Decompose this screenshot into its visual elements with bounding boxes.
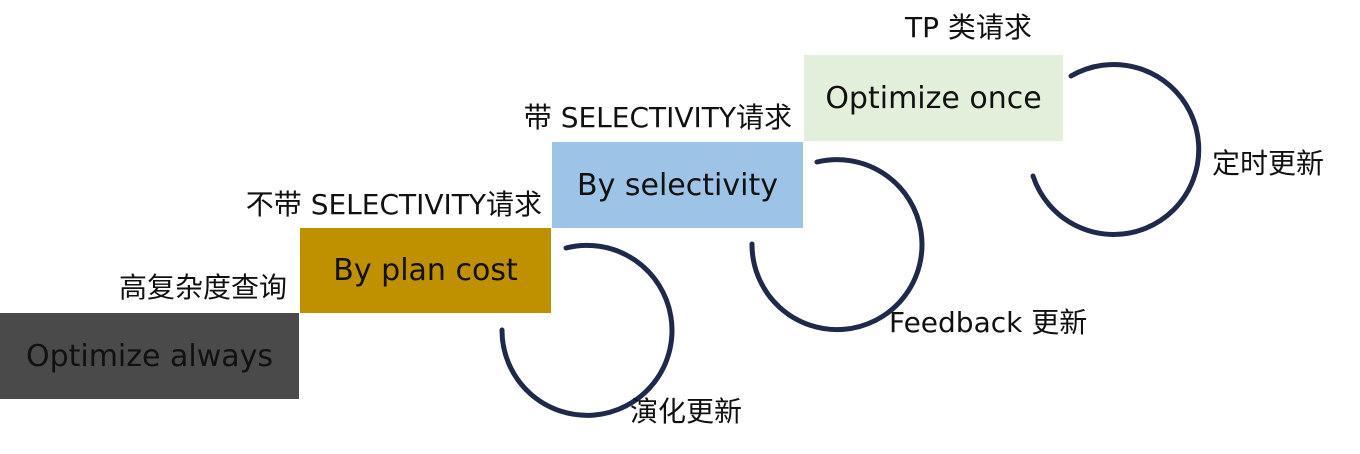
selectivity-condition: 带 SELECTIVITY请求 [523,101,792,134]
timer-update-label: 定时更新 [1212,147,1325,180]
by-plan-cost-label: By plan cost [333,253,518,288]
optimize-once-box: Optimize once [804,55,1063,141]
tp-request-condition: TP 类请求 [905,11,1032,44]
optimize-always-label: Optimize always [25,338,274,374]
no-selectivity-condition: 不带 SELECTIVITY请求 [245,188,542,221]
by-plan-cost-box: By plan cost [300,228,551,313]
feedback-update-arc [749,157,925,333]
feedback-update-label: Feedback 更新 [889,306,1088,339]
by-selectivity-label: By selectivity [577,167,778,203]
evolve-update-arc [499,242,675,418]
optimize-always-box: Optimize always [0,313,299,399]
optimize-once-label: Optimize once [825,80,1042,116]
by-selectivity-box: By selectivity [552,142,803,228]
complex-query-condition: 高复杂度查询 [118,271,287,304]
timer-update-arc [1030,61,1202,237]
evolve-update-label: 演化更新 [630,395,743,428]
